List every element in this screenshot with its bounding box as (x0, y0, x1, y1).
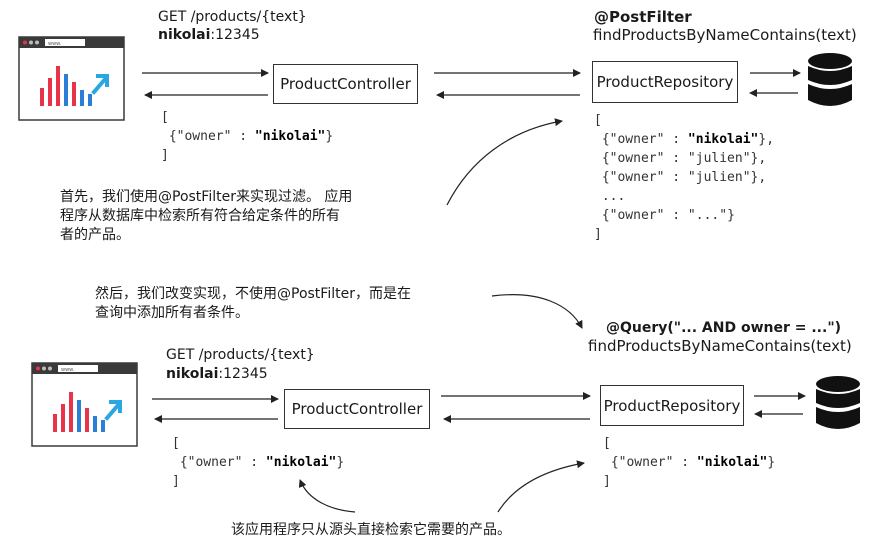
repo-json-close: ] (594, 227, 602, 242)
database-icon (808, 53, 852, 106)
svg-text:www.: www. (61, 367, 75, 373)
repo-row-key: {"owner" : (601, 151, 688, 166)
repo-row-value: "..." (687, 208, 728, 223)
note-line: 程序从数据库中检索所有符合给定条件的所有 (60, 208, 340, 224)
product-repository-box: ProductRepository (592, 61, 738, 103)
json-owner-value: "nikolai" (265, 455, 337, 470)
json-key: {"owner" : (179, 455, 266, 470)
repository-method: findProductsByNameContains(text) (588, 337, 852, 355)
request-credentials: nikolai:12345 (158, 27, 260, 44)
note-line: 然后，我们改变实现，不使用@PostFilter，而是在 (95, 286, 411, 302)
controller-label: ProductController (280, 75, 411, 93)
footer-note: 该应用程序只从源头直接检索它需要的产品。 (231, 522, 511, 538)
repo-row-suffix: }, (750, 151, 767, 166)
query-annotation: @Query("... AND owner = ...") (606, 320, 842, 336)
request-pass: :12345 (210, 27, 260, 43)
repository-label: ProductRepository (596, 73, 734, 91)
repo-row-suffix: } (727, 208, 735, 223)
repo-json-open: [ (603, 436, 611, 451)
json-item-close: } (336, 455, 345, 470)
repo-row-key: {"owner" : (601, 170, 688, 185)
footer-curve-right (497, 460, 585, 513)
json-close: ] (172, 474, 180, 489)
repo-row-key: {"owner" : (601, 208, 688, 223)
note-curve-top (446, 118, 563, 206)
postfilter-note: 首先，我们使用@PostFilter来实现过滤。 应用 程序从数据库中检索所有符… (60, 188, 352, 245)
response-json: [ {"owner" : "nikolai"} ] (172, 434, 344, 491)
repository-results-json: [ {"owner" : "nikolai"}, {"owner" : "jul… (594, 111, 774, 244)
product-controller-box: ProductController (273, 64, 418, 104)
repository-method: findProductsByNameContains(text) (593, 26, 857, 44)
json-close: ] (161, 148, 169, 163)
repository-results-json: [ {"owner" : "nikolai"} ] (603, 434, 775, 491)
repo-row-ellipsis: ... (601, 189, 626, 204)
request-user: nikolai (158, 27, 211, 43)
json-key: {"owner" : (168, 129, 255, 144)
repo-row-suffix: }, (758, 132, 775, 147)
json-open: [ (161, 110, 169, 125)
product-controller-box: ProductController (284, 389, 430, 429)
request-credentials: nikolai:12345 (166, 366, 268, 383)
repository-label: ProductRepository (603, 396, 741, 415)
repo-json-close: ] (603, 474, 611, 489)
response-json: [ {"owner" : "nikolai"} ] (161, 108, 333, 165)
repo-json-open: [ (594, 113, 602, 128)
product-repository-box: ProductRepository (600, 385, 744, 426)
repo-row-value: "julien" (687, 151, 751, 166)
repo-row-suffix: } (767, 455, 776, 470)
request-user: nikolai (166, 366, 219, 382)
database-icon (816, 376, 860, 429)
note-line: 者的产品。 (60, 227, 130, 243)
request-line: GET /products/{text} (166, 347, 315, 363)
repo-row-value: "nikolai" (696, 455, 768, 470)
repo-row-value: "julien" (687, 170, 751, 185)
json-owner-value: "nikolai" (254, 129, 326, 144)
repo-row-value: "nikolai" (687, 132, 759, 147)
note-line: 首先，我们使用@PostFilter来实现过滤。 应用 (60, 189, 353, 205)
json-item-close: } (325, 129, 334, 144)
repo-row-key: {"owner" : (601, 132, 688, 147)
note-curve-middle (491, 294, 583, 329)
repo-row-suffix: }, (750, 170, 767, 185)
browser-chart-icon: www. (31, 362, 138, 447)
postfilter-annotation: @PostFilter (594, 8, 692, 26)
svg-text:www.: www. (48, 41, 62, 47)
browser-chart-icon: www. (18, 36, 125, 121)
json-open: [ (172, 436, 180, 451)
note-line: 查询中添加所有者条件。 (95, 305, 249, 321)
request-line: GET /products/{text} (158, 9, 307, 25)
request-pass: :12345 (218, 366, 268, 382)
footer-curve-left (298, 479, 356, 513)
repo-row-key: {"owner" : (610, 455, 697, 470)
controller-label: ProductController (291, 400, 423, 418)
query-change-note: 然后，我们改变实现，不使用@PostFilter，而是在 查询中添加所有者条件。 (95, 285, 411, 323)
